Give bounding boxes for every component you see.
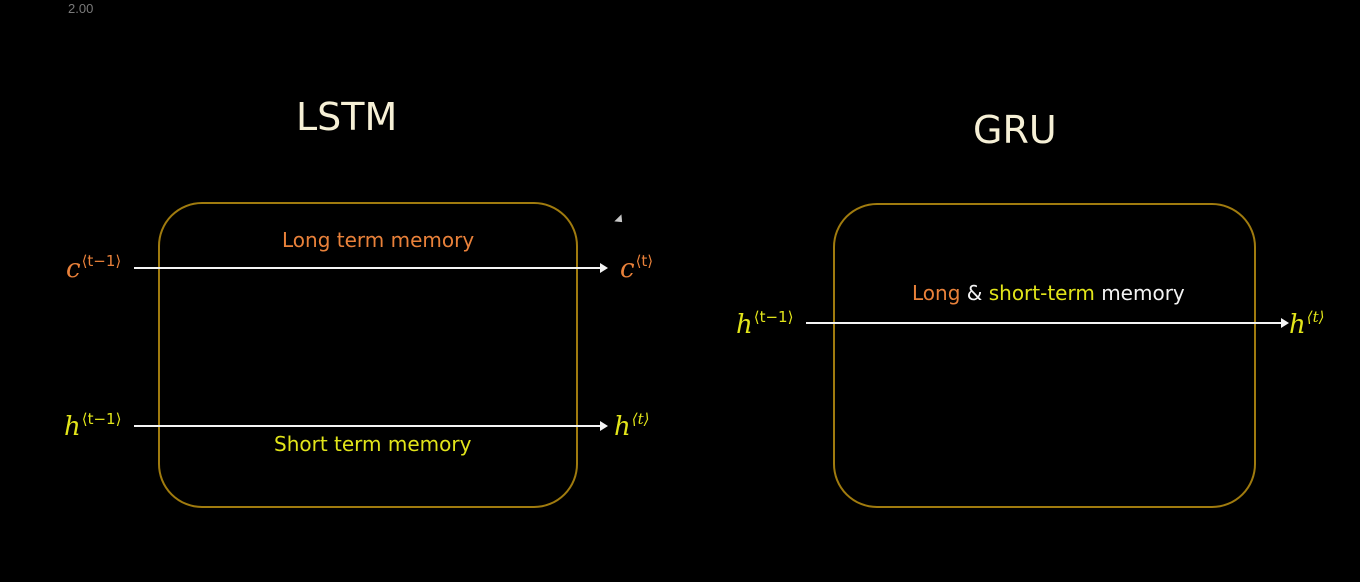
long-term-memory-label: Long term memory xyxy=(282,228,475,252)
lstm-hidden-state-arrow xyxy=(134,421,608,431)
lstm-cell-input: c⟨t−1⟩ xyxy=(66,252,122,284)
lstm-title: LSTM xyxy=(296,95,398,139)
lstm-cell-state-arrow xyxy=(134,263,608,273)
gru-cell-box xyxy=(833,203,1256,508)
lstm-hidden-output: h⟨t⟩ xyxy=(614,410,650,442)
gru-hidden-output: h⟨t⟩ xyxy=(1289,308,1325,340)
mouse-cursor-icon xyxy=(614,214,626,226)
gru-memory-label: Long & short-term memory xyxy=(912,281,1185,305)
playback-speed: 2.00 xyxy=(68,1,94,16)
lstm-cell-output: c⟨t⟩ xyxy=(620,252,654,284)
gru-hidden-input: h⟨t−1⟩ xyxy=(736,308,794,340)
lstm-cell-box xyxy=(158,202,578,508)
gru-title: GRU xyxy=(973,108,1057,152)
lstm-hidden-input: h⟨t−1⟩ xyxy=(64,410,122,442)
gru-hidden-state-arrow xyxy=(806,318,1289,328)
short-term-memory-label: Short term memory xyxy=(274,432,472,456)
